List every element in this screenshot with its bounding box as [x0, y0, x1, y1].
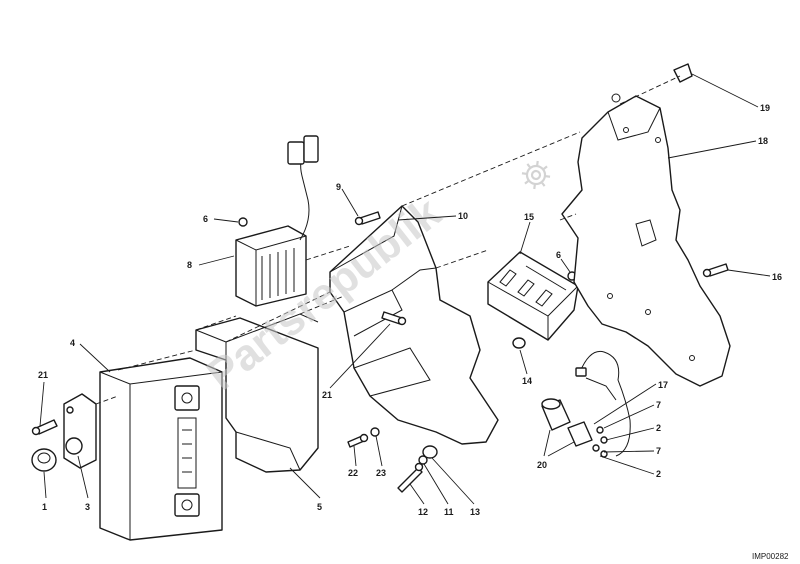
callout-label: 4: [70, 338, 75, 348]
rubber-grommet: [31, 448, 57, 472]
callout-label: 19: [760, 103, 770, 113]
assembly-lines: [95, 75, 681, 405]
side-panel: [561, 93, 731, 387]
callout-label: 18: [758, 136, 768, 146]
diagram-reference-code: IMP00282: [752, 552, 789, 561]
callout-label: 6: [556, 250, 561, 260]
callout-label: 21: [322, 390, 332, 400]
callout-label: 14: [522, 376, 532, 386]
callout-label: 15: [524, 212, 534, 222]
callout-label: 11: [444, 507, 454, 517]
screw-9: [354, 211, 381, 226]
screw-21-center: [381, 311, 407, 326]
callout-label: 20: [537, 460, 547, 470]
grommet-14: [512, 337, 526, 349]
callout-label: 2: [656, 423, 661, 433]
callout-label: 22: [348, 468, 358, 478]
callout-label: 3: [85, 502, 90, 512]
battery: [99, 357, 223, 541]
screw-22: [347, 433, 369, 448]
callout-label: 8: [187, 260, 192, 270]
voltage-regulator: [235, 135, 319, 307]
callout-label: 6: [203, 214, 208, 224]
callout-label: 2: [656, 469, 661, 479]
callout-labels: 1 3 21 4 6 8 5 9 10 21 22 23 12 11 13 15…: [38, 103, 782, 517]
screw-12: [397, 462, 424, 493]
battery-bracket: [63, 393, 97, 469]
callout-label: 23: [376, 468, 386, 478]
electrical-bracket: [329, 205, 499, 445]
callout-label: 9: [336, 182, 341, 192]
callout-label: 7: [656, 400, 661, 410]
callout-label: 16: [772, 272, 782, 282]
washer-23: [370, 427, 380, 437]
wiring-harness: [541, 350, 631, 458]
callout-label: 7: [656, 446, 661, 456]
washer-11: [418, 455, 428, 465]
callout-label: 5: [317, 502, 322, 512]
callout-leaders: [39, 73, 771, 505]
callout-label: 21: [38, 370, 48, 380]
callout-label: 17: [658, 380, 668, 390]
clip-19: [673, 63, 693, 83]
callout-label: 10: [458, 211, 468, 221]
fuse-box: [487, 251, 579, 341]
callout-label: 1: [42, 502, 47, 512]
callout-label: 13: [470, 507, 480, 517]
rubber-block-13: [422, 445, 438, 459]
screw-16: [702, 263, 729, 278]
callout-label: 12: [418, 507, 428, 517]
screw-21-left: [31, 419, 58, 436]
